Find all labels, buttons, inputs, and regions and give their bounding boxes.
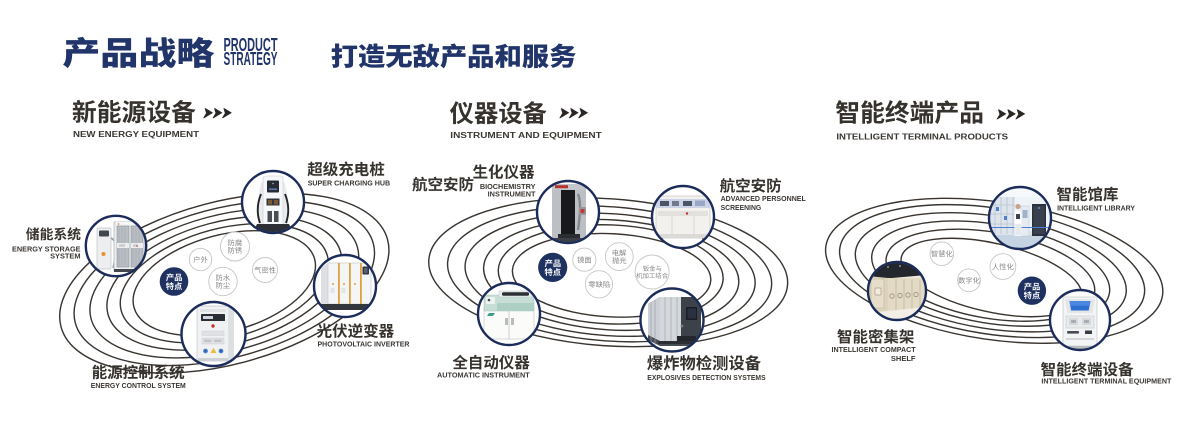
svg-text:INTELLIGENT TERMINAL EQUIPMENT: INTELLIGENT TERMINAL EQUIPMENT [1041,377,1171,386]
svg-text:INTELLIGENT COMPACT: INTELLIGENT COMPACT [832,345,916,354]
svg-text:STRATEGY: STRATEGY [224,49,278,69]
svg-text:AUTOMATIC INSTRUMENT: AUTOMATIC INSTRUMENT [437,370,530,379]
svg-text:INSTRUMENT AND EQUIPMENT: INSTRUMENT AND EQUIPMENT [450,130,602,140]
svg-text:PHOTOVOLTAIC INVERTER: PHOTOVOLTAIC INVERTER [318,340,410,349]
svg-text:ENERGY CONTROL SYSTEM: ENERGY CONTROL SYSTEM [91,381,186,390]
svg-text:SYSTEM: SYSTEM [50,251,80,260]
svg-text:PRODUCT: PRODUCT [224,35,278,55]
svg-text:SUPER CHARGING HUB: SUPER CHARGING HUB [308,178,391,187]
svg-text:EXPLOSIVES DETECTION SYSTEMS: EXPLOSIVES DETECTION SYSTEMS [647,373,765,382]
svg-text:INTELLIGENT LIBRARY: INTELLIGENT LIBRARY [1057,204,1135,213]
svg-text:ADVANCED PERSONNEL: ADVANCED PERSONNEL [721,194,807,203]
svg-text:INSTRUMENT: INSTRUMENT [488,190,536,199]
svg-text:NEW ENERGY EQUIPMENT: NEW ENERGY EQUIPMENT [73,129,200,139]
svg-text:SCREENING: SCREENING [721,203,762,212]
svg-text:SHELF: SHELF [891,354,916,363]
svg-text:ENERGY STORAGE: ENERGY STORAGE [12,245,81,254]
svg-text:BIOCHEMISTRY: BIOCHEMISTRY [480,182,536,191]
svg-text:INTELLIGENT TERMINAL PRODUCTS: INTELLIGENT TERMINAL PRODUCTS [836,132,1008,142]
